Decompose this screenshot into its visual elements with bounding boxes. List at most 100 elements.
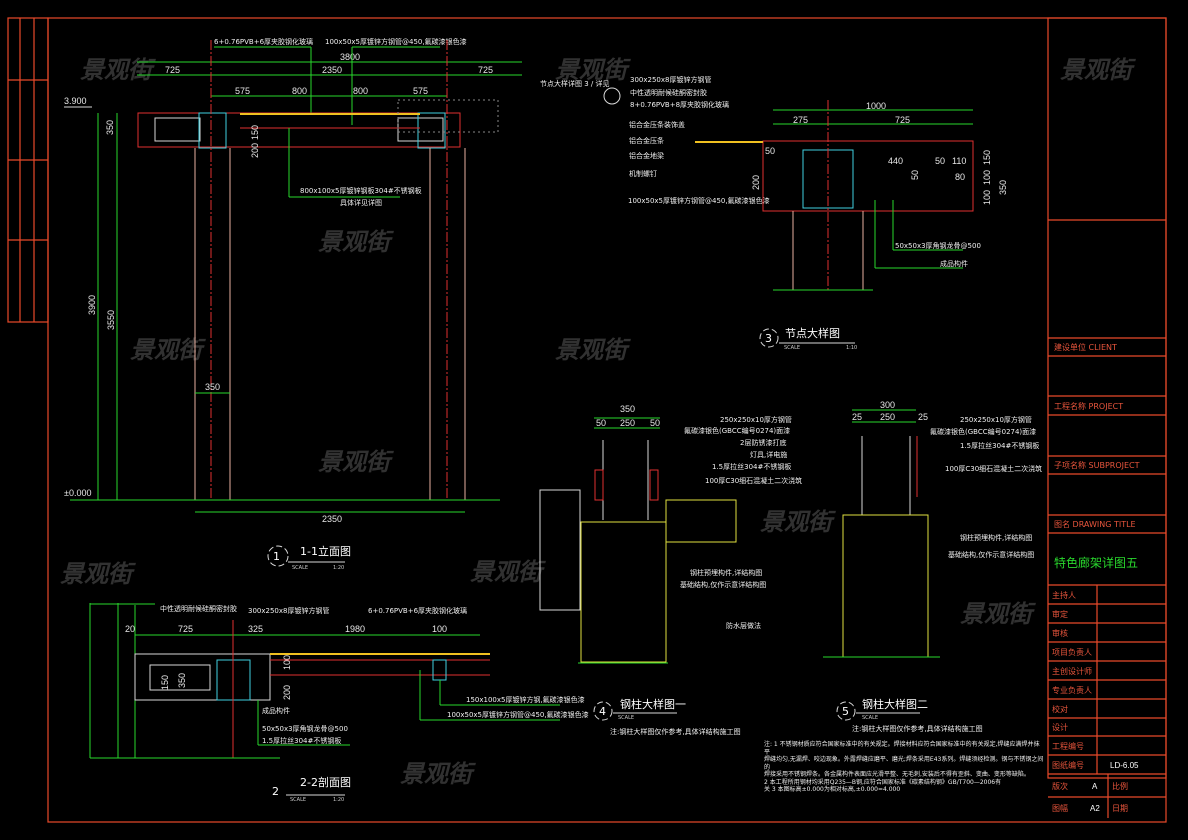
svg-text:1:20: 1:20: [333, 565, 344, 571]
svg-text:150: 150: [250, 125, 260, 140]
svg-text:景观街: 景观街: [80, 56, 156, 84]
svg-text:钢柱预埋构件,详结构图: 钢柱预埋构件,详结构图: [960, 533, 1032, 542]
svg-text:审定: 审定: [1052, 609, 1068, 619]
svg-text:钢柱预埋构件,详结构图: 钢柱预埋构件,详结构图: [690, 568, 762, 577]
svg-text:景观街: 景观街: [1060, 56, 1136, 84]
svg-text:80: 80: [955, 172, 965, 182]
svg-text:725: 725: [178, 624, 193, 634]
svg-text:20: 20: [125, 624, 135, 634]
svg-text:日期: 日期: [1112, 804, 1128, 813]
svg-text:±0.000: ±0.000: [64, 488, 91, 498]
svg-text:725: 725: [165, 65, 180, 75]
svg-text:SCALE: SCALE: [290, 797, 306, 803]
svg-text:150: 150: [982, 150, 992, 165]
svg-text:1980: 1980: [345, 624, 365, 634]
svg-text:钢柱大样图二: 钢柱大样图二: [862, 697, 928, 711]
svg-text:50: 50: [596, 418, 606, 428]
svg-text:575: 575: [235, 86, 250, 96]
svg-text:节点大样详图 3 / 详见: 节点大样详图 3 / 详见: [540, 79, 610, 88]
svg-text:250x250x10厚方钢管: 250x250x10厚方钢管: [720, 415, 792, 424]
svg-text:50x50x3厚角钢龙骨@500: 50x50x3厚角钢龙骨@500: [895, 241, 981, 250]
svg-text:景观街: 景观街: [960, 600, 1036, 628]
view-1-elevation: 3800 725 2350 725 575 800 800 575 6+0.76…: [64, 37, 621, 571]
svg-text:325: 325: [248, 624, 263, 634]
svg-text:成品构件: 成品构件: [940, 259, 968, 268]
svg-text:100: 100: [432, 624, 447, 634]
svg-text:3900: 3900: [87, 295, 97, 315]
svg-text:景观街: 景观街: [318, 228, 394, 256]
svg-text:主持人: 主持人: [1052, 590, 1076, 600]
sheet-frame: [7, 17, 1167, 823]
svg-text:100: 100: [282, 655, 292, 670]
svg-text:800: 800: [353, 86, 368, 96]
drawing-title: 特色廊架详图五: [1054, 555, 1138, 570]
svg-text:350: 350: [105, 120, 115, 135]
svg-text:350: 350: [177, 673, 187, 688]
svg-text:3550: 3550: [106, 310, 116, 330]
svg-text:成品构件: 成品构件: [262, 706, 290, 715]
svg-text:2-2剖面图: 2-2剖面图: [300, 775, 351, 789]
svg-text:100: 100: [982, 170, 992, 185]
svg-text:工程名称 PROJECT: 工程名称 PROJECT: [1054, 401, 1123, 411]
svg-text:1-1立面图: 1-1立面图: [300, 544, 351, 558]
svg-text:100x50x5厚镀锌方钢管@450,氟碳漆银色漆: 100x50x5厚镀锌方钢管@450,氟碳漆银色漆: [325, 37, 467, 46]
svg-text:铝合金压条: 铝合金压条: [629, 136, 664, 145]
general-note: 2 本工程所用钢材均采用Q235—B钢,应符合国家标准《碳素结构钢》GB/T70…: [764, 778, 1002, 786]
svg-text:基础结构,仅作示意详结构图: 基础结构,仅作示意详结构图: [948, 550, 1034, 559]
svg-text:350: 350: [998, 180, 1008, 195]
svg-text:校对: 校对: [1052, 704, 1068, 714]
svg-text:350: 350: [205, 382, 220, 392]
svg-text:2350: 2350: [322, 514, 342, 524]
general-note: 焊缝均匀,无漏焊、咬边现象。外露焊缝应磨平、磨光;焊条采用E43系列。焊缝须经检…: [764, 756, 1044, 771]
svg-text:图幅: 图幅: [1052, 803, 1068, 813]
svg-text:景观街: 景观街: [555, 336, 631, 364]
svg-text:300x250x8厚镀锌方钢管: 300x250x8厚镀锌方钢管: [248, 606, 329, 615]
general-note: 关 3 本图标高±0.000为相对标高,±0.000=4.000: [764, 786, 901, 793]
view-4-column-detail: 350 50 250 50 250x250x10厚方钢管 氟碳漆银色(GBCC编…: [539, 404, 802, 736]
svg-text:1.5厚拉丝304#不锈钢板: 1.5厚拉丝304#不锈钢板: [960, 441, 1039, 450]
svg-text:防水层做法: 防水层做法: [726, 621, 761, 630]
svg-text:景观街: 景观街: [400, 760, 476, 788]
svg-text:项目负责人: 项目负责人: [1052, 647, 1092, 657]
svg-text:575: 575: [413, 86, 428, 96]
svg-text:100x50x5厚镀锌方钢管@450,氟碳漆银色漆: 100x50x5厚镀锌方钢管@450,氟碳漆银色漆: [628, 196, 770, 205]
svg-text:机制螺钉: 机制螺钉: [629, 169, 657, 178]
svg-text:6+0.76PVB+6厚夹胶钢化玻璃: 6+0.76PVB+6厚夹胶钢化玻璃: [214, 37, 313, 46]
svg-text:250: 250: [880, 412, 895, 422]
svg-text:100: 100: [982, 190, 992, 205]
svg-text:50: 50: [650, 418, 660, 428]
svg-text:SCALE: SCALE: [618, 715, 634, 721]
svg-text:铝合金压条装饰盖: 铝合金压条装饰盖: [629, 120, 685, 129]
svg-text:4: 4: [599, 705, 606, 718]
svg-text:100x50x5厚镀锌方钢管@450,氟碳漆银色漆: 100x50x5厚镀锌方钢管@450,氟碳漆银色漆: [447, 710, 589, 719]
svg-text:350: 350: [620, 404, 635, 414]
svg-text:1000: 1000: [866, 101, 886, 111]
svg-text:建设单位 CLIENT: 建设单位 CLIENT: [1054, 342, 1117, 352]
svg-text:200: 200: [282, 685, 292, 700]
svg-text:SCALE: SCALE: [862, 715, 878, 721]
svg-text:1.5厚拉丝304#不锈钢板: 1.5厚拉丝304#不锈钢板: [712, 462, 791, 471]
svg-text:景观街: 景观街: [555, 56, 631, 84]
svg-text:800x100x5厚镀锌钢板304#不锈钢板: 800x100x5厚镀锌钢板304#不锈钢板: [300, 186, 422, 195]
svg-text:景观街: 景观街: [470, 558, 546, 586]
svg-text:50x50x3厚角钢龙骨@500: 50x50x3厚角钢龙骨@500: [262, 724, 348, 733]
svg-text:中性透明耐候硅酮密封胶: 中性透明耐候硅酮密封胶: [630, 88, 707, 97]
svg-text:3800: 3800: [340, 52, 360, 62]
svg-text:注:钢柱大样图仅作参考,具体详结构施工图: 注:钢柱大样图仅作参考,具体详结构施工图: [610, 727, 741, 736]
view-2-section: 20 725 325 1980 100 中性透明耐候硅酮密封胶 300x250x…: [89, 603, 589, 803]
svg-text:基础结构,仅作示意详结构图: 基础结构,仅作示意详结构图: [680, 580, 766, 589]
svg-text:1.5厚拉丝304#不锈钢板: 1.5厚拉丝304#不锈钢板: [262, 736, 341, 745]
svg-text:2350: 2350: [322, 65, 342, 75]
svg-text:725: 725: [895, 115, 910, 125]
svg-text:A2: A2: [1090, 804, 1100, 813]
svg-text:专业负责人: 专业负责人: [1052, 685, 1092, 695]
svg-text:50: 50: [910, 170, 920, 180]
svg-text:200: 200: [250, 143, 260, 158]
svg-text:800: 800: [292, 86, 307, 96]
svg-text:图纸编号: 图纸编号: [1052, 760, 1084, 770]
svg-text:6+0.76PVB+6厚夹胶钢化玻璃: 6+0.76PVB+6厚夹胶钢化玻璃: [368, 606, 467, 615]
svg-text:工程编号: 工程编号: [1052, 741, 1084, 751]
svg-text:1:10: 1:10: [846, 345, 857, 351]
svg-text:主创设计师: 主创设计师: [1052, 666, 1092, 676]
svg-text:景观街: 景观街: [60, 560, 136, 588]
